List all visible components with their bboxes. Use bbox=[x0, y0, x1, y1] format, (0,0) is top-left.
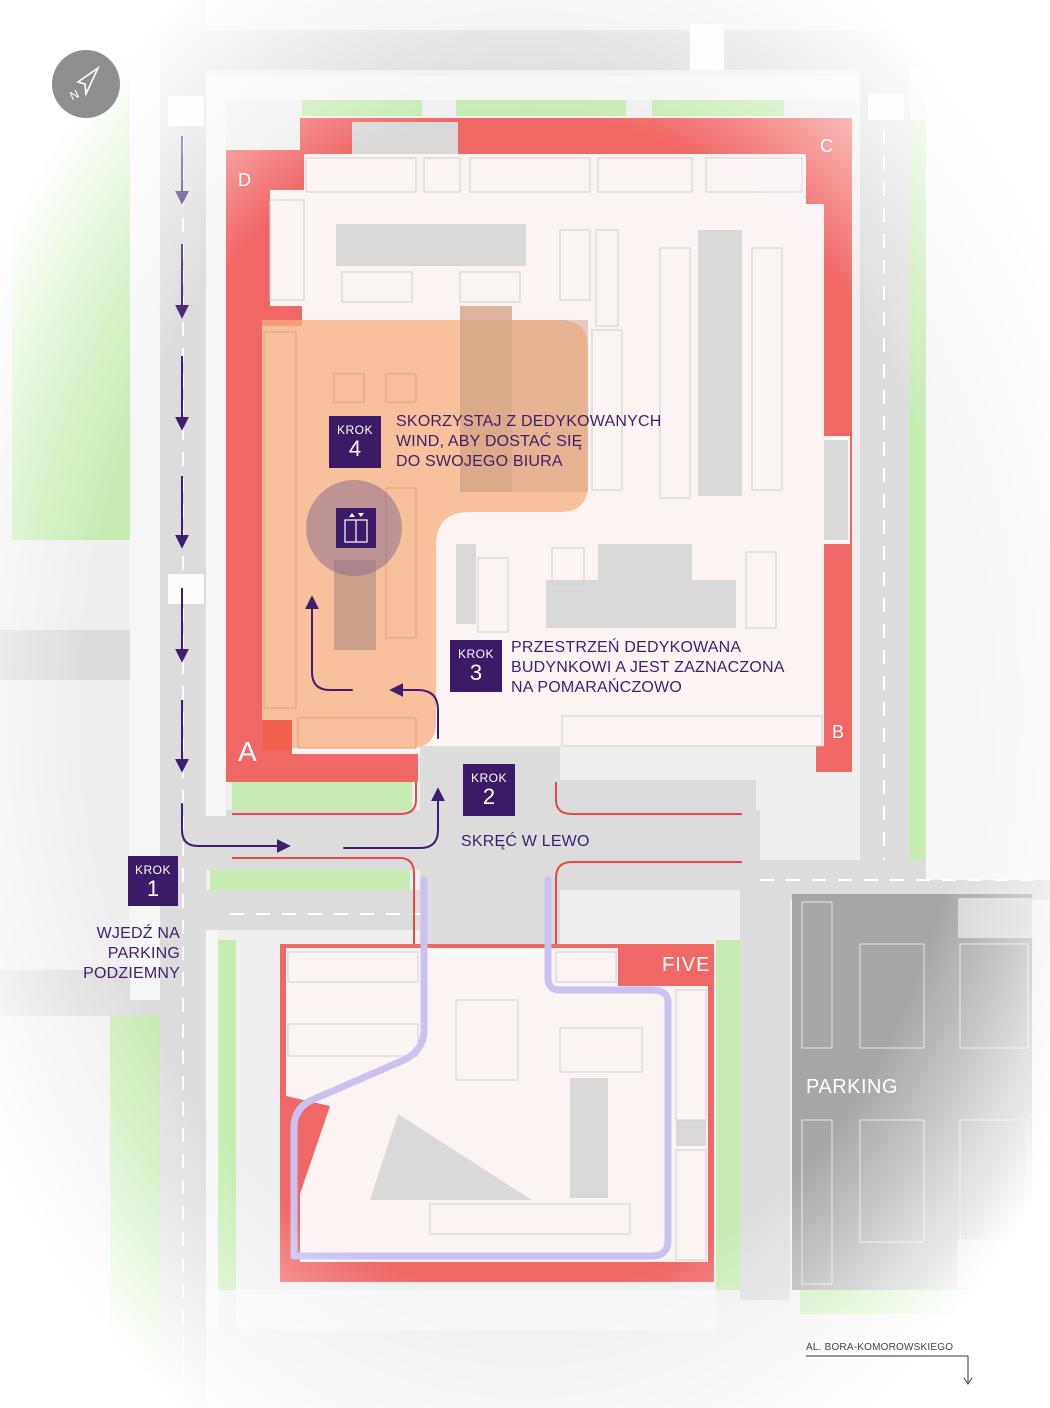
step-4-number: 4 bbox=[348, 436, 362, 461]
step-3-badge: KROK 3 bbox=[450, 640, 502, 692]
building-five-label: FIVE bbox=[662, 954, 711, 976]
step-4-badge-label: KROK bbox=[336, 423, 373, 437]
step-3-badge-label: KROK bbox=[457, 647, 494, 661]
step-2-line-1: SKRĘĆ W LEWO bbox=[461, 833, 590, 850]
step-4-line-1: SKORZYSTAJ Z DEDYKOWANYCH bbox=[396, 413, 662, 430]
step-3-line-1: PRZESTRZEŃ DEDYKOWANA bbox=[511, 639, 742, 656]
step-1-text: WJEDŹ NA PARKING PODZIEMNY bbox=[70, 924, 180, 984]
step-3-number: 3 bbox=[469, 660, 483, 685]
step-3-line-2: BUDYNKOWI A JEST ZAZNACZONA bbox=[511, 659, 785, 676]
step-2-badge-label: KROK bbox=[470, 771, 507, 785]
step-1-line-3: PODZIEMNY bbox=[83, 965, 180, 982]
step-1-badge: KROK 1 bbox=[128, 856, 178, 906]
step-4-line-2: WIND, ABY DOSTAĆ SIĘ bbox=[396, 433, 583, 450]
step-4-badge: KROK 4 bbox=[329, 416, 381, 468]
step-1-line-1: WJEDŹ NA bbox=[96, 925, 180, 942]
step-3-text: PRZESTRZEŃ DEDYKOWANA BUDYNKOWI A JEST Z… bbox=[511, 638, 785, 698]
step-4-line-3: DO SWOJEGO BIURA bbox=[396, 453, 563, 470]
compass: N bbox=[52, 50, 120, 118]
street-label: AL. BORA-KOMOROWSKIEGO bbox=[806, 1342, 954, 1353]
step-2-number: 2 bbox=[482, 784, 496, 809]
corner-label-a: A bbox=[238, 736, 257, 767]
step-4-text: SKORZYSTAJ Z DEDYKOWANYCH WIND, ABY DOST… bbox=[396, 412, 661, 472]
corner-label-d: D bbox=[238, 170, 251, 190]
step-1-badge-label: KROK bbox=[134, 863, 171, 877]
parking-label: PARKING bbox=[806, 1076, 899, 1098]
step-2-badge: KROK 2 bbox=[463, 764, 515, 816]
step-1-number: 1 bbox=[146, 876, 160, 901]
step-3-line-3: NA POMARAŃCZOWO bbox=[511, 679, 683, 696]
step-1-line-2: PARKING bbox=[107, 945, 180, 962]
corner-label-c: C bbox=[820, 136, 833, 156]
corner-label-b: B bbox=[832, 722, 845, 742]
compass-needle-icon bbox=[76, 65, 100, 98]
street-arrow bbox=[806, 1355, 973, 1385]
step-2-text: SKRĘĆ W LEWO bbox=[461, 832, 590, 852]
